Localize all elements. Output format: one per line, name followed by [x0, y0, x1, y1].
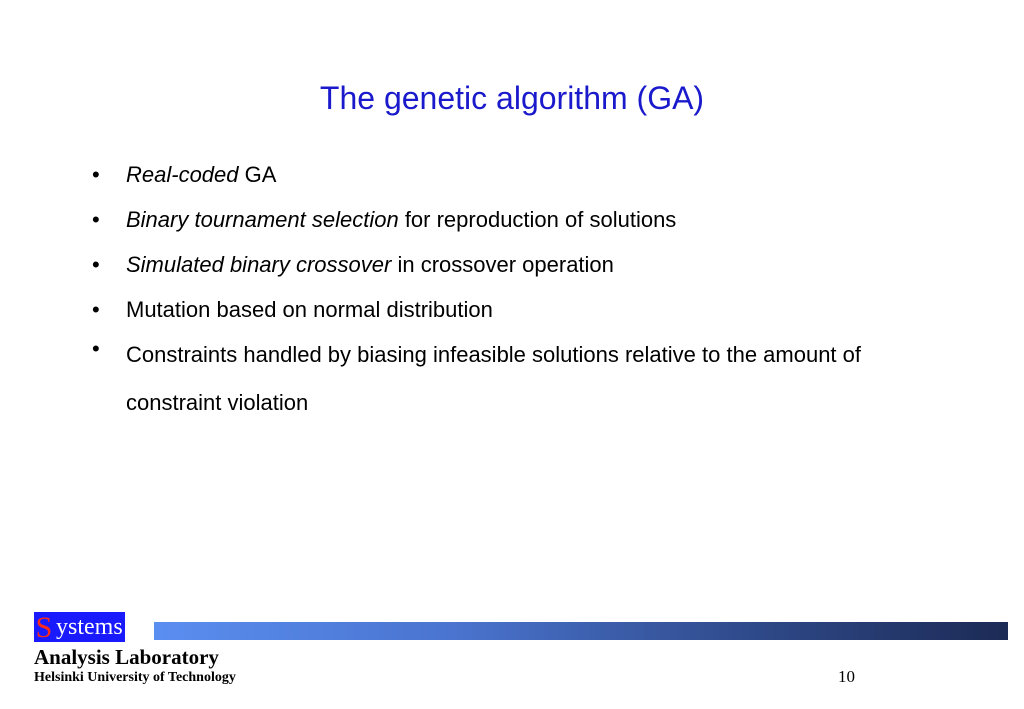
- bullet-marker: •: [92, 252, 100, 277]
- footer-gradient-bar: [154, 622, 1008, 640]
- logo-ystems-text: ystems: [54, 612, 125, 642]
- bullet-text: Real-coded GA: [126, 157, 952, 193]
- logo-university-name: Helsinki University of Technology: [34, 670, 236, 685]
- bullet-rest: in crossover operation: [391, 252, 614, 277]
- bullet-rest: GA: [238, 162, 277, 187]
- slide-title: The genetic algorithm (GA): [319, 80, 705, 116]
- bullet-emphasis: Real-coded: [126, 162, 239, 187]
- bullet-marker: •: [92, 162, 100, 187]
- page-number: 10: [838, 667, 855, 686]
- bullet-item: • Mutation based on normal distribution: [92, 292, 952, 328]
- bullet-text: Simulated binary crossover in crossover …: [126, 247, 952, 283]
- bullet-list: • Real-coded GA • Binary tournament sele…: [92, 157, 952, 436]
- bullet-marker: •: [92, 207, 100, 232]
- lab-logo: S ystems Analysis Laboratory Helsinki Un…: [34, 612, 334, 692]
- bullet-text: Binary tournament selection for reproduc…: [126, 202, 952, 238]
- logo-lab-name: Analysis Laboratory: [34, 645, 219, 669]
- bullet-text: Mutation based on normal distribution: [126, 292, 952, 328]
- bullet-rest: Mutation based on normal distribution: [126, 297, 493, 322]
- bullet-marker: •: [92, 336, 100, 361]
- bullet-marker: •: [92, 297, 100, 322]
- bullet-emphasis: Binary tournament selection: [126, 207, 399, 232]
- bullet-emphasis: Simulated binary crossover: [126, 252, 392, 277]
- bullet-text: Constraints handled by biasing infeasibl…: [126, 331, 952, 427]
- bullet-item: • Constraints handled by biasing infeasi…: [92, 331, 952, 427]
- bullet-item: • Binary tournament selection for reprod…: [92, 202, 952, 238]
- bullet-item: • Real-coded GA: [92, 157, 952, 193]
- bullet-rest: for reproduction of solutions: [398, 207, 677, 232]
- bullet-rest: Constraints handled by biasing infeasibl…: [126, 342, 862, 415]
- bullet-item: • Simulated binary crossover in crossove…: [92, 247, 952, 283]
- logo-s-letter: S: [34, 612, 54, 642]
